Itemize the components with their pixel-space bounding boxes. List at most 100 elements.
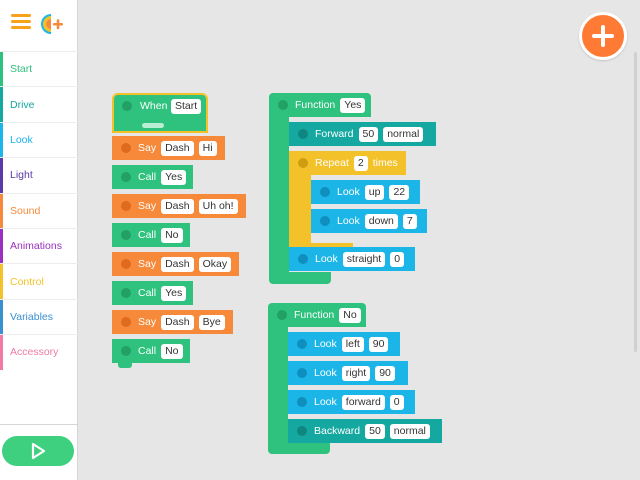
category-start[interactable]: Start (0, 51, 78, 87)
block-label: Call (138, 171, 157, 183)
robot-selector[interactable]: Dash (161, 198, 194, 214)
repeat-block[interactable]: Repeat 2 times (289, 151, 406, 175)
play-icon (31, 442, 46, 460)
look-left-block[interactable]: Look left 90 (288, 332, 400, 356)
call-block-4[interactable]: Call No (112, 339, 190, 363)
repeat-count[interactable]: 2 (353, 155, 368, 171)
category-color-bar (0, 299, 3, 335)
block-label: Look (337, 186, 360, 198)
distance-value[interactable]: 50 (358, 126, 379, 142)
category-control[interactable]: Control (0, 263, 78, 299)
play-button[interactable] (2, 436, 74, 466)
look-angle[interactable]: 90 (368, 336, 389, 352)
category-light[interactable]: Light (0, 157, 78, 193)
block-label: Say (138, 258, 157, 270)
function-yes-body-bar (269, 117, 289, 272)
look-direction[interactable]: forward (341, 394, 385, 410)
block-label: Look (314, 338, 337, 350)
function-name[interactable]: No (339, 307, 361, 323)
look-angle[interactable]: 0 (390, 251, 405, 267)
forward-block[interactable]: Forward 50 normal (289, 122, 436, 146)
call-block-1[interactable]: Call Yes (112, 165, 193, 189)
block-handle (121, 259, 131, 269)
app-logo-icon[interactable] (40, 12, 64, 36)
look-direction[interactable]: right (341, 365, 371, 381)
block-label: Call (138, 229, 157, 241)
backward-block[interactable]: Backward 50 normal (288, 419, 442, 443)
robot-selector[interactable]: Dash (161, 256, 194, 272)
category-look[interactable]: Look (0, 121, 78, 158)
say-value[interactable]: Hi (198, 140, 217, 156)
call-block-3[interactable]: Call Yes (112, 281, 193, 305)
category-sound[interactable]: Sound (0, 192, 78, 228)
hat-trigger-value[interactable]: Start (171, 99, 202, 114)
speed-value[interactable]: normal (383, 126, 424, 142)
category-color-bar (0, 335, 3, 370)
add-block-button[interactable] (579, 12, 627, 60)
function-yes-footer (269, 272, 331, 284)
look-direction[interactable]: down (364, 213, 398, 229)
category-animations[interactable]: Animations (0, 227, 78, 264)
hamburger-menu-icon[interactable] (11, 14, 31, 30)
say-value[interactable]: Okay (198, 256, 232, 272)
block-handle (278, 100, 288, 110)
sidebar-divider (0, 424, 78, 425)
block-label: Look (337, 215, 360, 227)
repeat-footer (289, 243, 353, 249)
call-value[interactable]: Yes (161, 169, 187, 185)
look-angle[interactable]: 90 (375, 365, 395, 381)
look-straight-block[interactable]: Look straight 0 (289, 247, 415, 271)
category-color-bar (0, 87, 3, 122)
block-label: Say (138, 142, 157, 154)
call-value[interactable]: Yes (161, 285, 187, 301)
look-right-block[interactable]: Look right 90 (288, 361, 408, 385)
function-name[interactable]: Yes (340, 97, 366, 113)
robot-selector[interactable]: Dash (161, 314, 194, 330)
call-block-2[interactable]: Call No (112, 223, 190, 247)
function-no-header[interactable]: Function No (268, 303, 366, 327)
look-down-block[interactable]: Look down 7 (311, 209, 427, 233)
look-forward-block[interactable]: Look forward 0 (288, 390, 415, 414)
category-accessory[interactable]: Accessory (0, 334, 78, 370)
vertical-scrollbar[interactable] (634, 52, 637, 352)
block-handle (320, 187, 330, 197)
category-label: Light (10, 169, 33, 182)
category-label: Animations (10, 240, 62, 253)
distance-value[interactable]: 50 (365, 423, 385, 439)
category-variables[interactable]: Variables (0, 298, 78, 335)
say-block-4[interactable]: Say Dash Bye (112, 310, 233, 334)
look-direction[interactable]: left (341, 336, 364, 352)
stack-end-notch (118, 363, 132, 368)
call-value[interactable]: No (161, 343, 183, 359)
robot-selector[interactable]: Dash (161, 140, 194, 156)
say-block-3[interactable]: Say Dash Okay (112, 252, 239, 276)
category-color-bar (0, 52, 3, 87)
look-up-block[interactable]: Look up 22 (311, 180, 420, 204)
function-yes-header[interactable]: Function Yes (269, 93, 371, 117)
say-value[interactable]: Bye (198, 314, 225, 330)
block-handle (121, 172, 131, 182)
look-angle[interactable]: 0 (389, 394, 404, 410)
block-label: Call (138, 345, 157, 357)
call-value[interactable]: No (161, 227, 183, 243)
block-label: Call (138, 287, 157, 299)
say-block-1[interactable]: Say Dash Hi (112, 136, 225, 160)
block-label: Function (295, 99, 336, 111)
category-drive[interactable]: Drive (0, 86, 78, 122)
say-block-2[interactable]: Say Dash Uh oh! (112, 194, 246, 218)
look-direction[interactable]: straight (342, 251, 386, 267)
block-label: Backward (314, 425, 361, 437)
block-handle (298, 129, 308, 139)
when-start-hat-block[interactable]: When Start (112, 93, 208, 133)
block-label: times (372, 157, 398, 169)
block-label: Look (314, 367, 337, 379)
repeat-body-bar (289, 175, 311, 243)
look-angle[interactable]: 22 (389, 184, 410, 200)
look-angle[interactable]: 7 (402, 213, 417, 229)
block-handle (122, 101, 132, 111)
look-direction[interactable]: up (364, 184, 385, 200)
say-value[interactable]: Uh oh! (198, 198, 238, 214)
speed-value[interactable]: normal (389, 423, 430, 439)
category-color-bar (0, 264, 3, 299)
